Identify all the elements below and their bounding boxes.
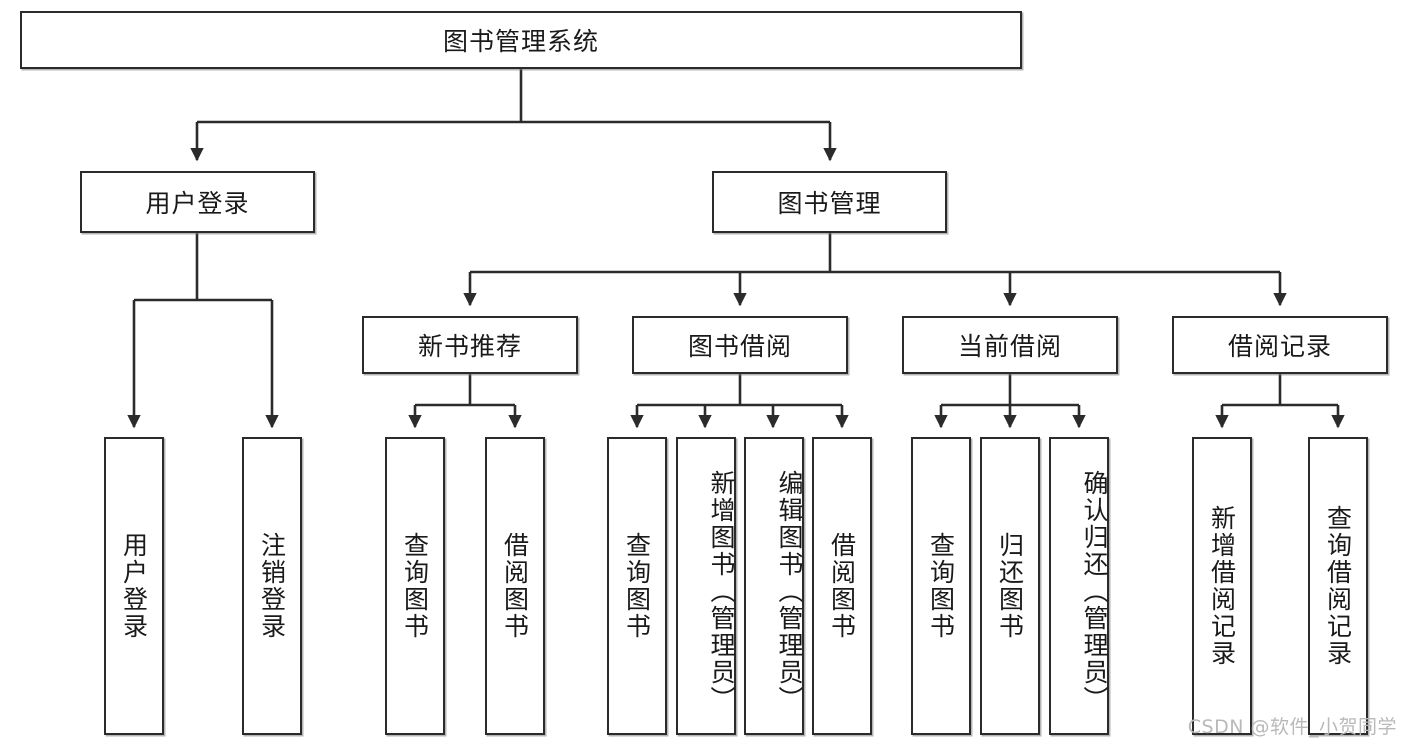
node-label: 查询借阅记录 [1323, 505, 1353, 667]
node-root-book-management-system[interactable]: 图书管理系统 [20, 11, 1022, 69]
leaf-add-book-admin[interactable]: 新增图书（管理员） [676, 437, 736, 735]
node-label: 图书管理系统 [442, 27, 599, 56]
leaf-add-borrow-record[interactable]: 新增借阅记录 [1192, 437, 1252, 735]
node-label: 查询图书 [400, 532, 430, 640]
node-book-management[interactable]: 图书管理 [712, 171, 947, 233]
leaf-logout[interactable]: 注销登录 [242, 437, 302, 735]
node-label: 借阅记录 [1227, 332, 1332, 361]
node-label: 当前借阅 [957, 332, 1062, 361]
leaf-return-book[interactable]: 归还图书 [980, 437, 1040, 735]
leaf-query-borrow-record[interactable]: 查询借阅记录 [1308, 437, 1368, 735]
node-borrow-records[interactable]: 借阅记录 [1172, 316, 1388, 374]
node-new-book-recommend[interactable]: 新书推荐 [362, 316, 578, 374]
leaf-confirm-return-admin[interactable]: 确认归还（管理员） [1049, 437, 1109, 735]
node-label: 用户登录 [119, 532, 149, 640]
node-label: 借阅图书 [500, 532, 530, 640]
node-label: 注销登录 [257, 532, 287, 640]
node-label: 新增图书（管理员） [707, 469, 736, 713]
leaf-edit-book-admin[interactable]: 编辑图书（管理员） [744, 437, 804, 735]
leaf-user-login[interactable]: 用户登录 [104, 437, 164, 735]
node-label: 归还图书 [995, 532, 1025, 640]
node-label: 新增借阅记录 [1207, 505, 1237, 667]
node-label: 用户登录 [145, 189, 250, 218]
node-label: 查询图书 [926, 532, 956, 640]
node-label: 图书借阅 [687, 332, 792, 361]
leaf-query-book-borrow[interactable]: 查询图书 [607, 437, 667, 735]
leaf-query-book-current[interactable]: 查询图书 [911, 437, 971, 735]
leaf-borrow-book-recommend[interactable]: 借阅图书 [485, 437, 545, 735]
node-current-borrow[interactable]: 当前借阅 [902, 316, 1118, 374]
node-label: 确认归还（管理员） [1080, 469, 1109, 713]
node-label: 图书管理 [777, 189, 882, 218]
leaf-query-book-recommend[interactable]: 查询图书 [385, 437, 445, 735]
node-label: 查询图书 [622, 532, 652, 640]
node-label: 编辑图书（管理员） [775, 469, 804, 713]
node-user-login[interactable]: 用户登录 [80, 171, 315, 233]
node-label: 借阅图书 [827, 532, 857, 640]
node-book-borrow[interactable]: 图书借阅 [632, 316, 848, 374]
node-label: 新书推荐 [417, 332, 522, 361]
leaf-borrow-book[interactable]: 借阅图书 [812, 437, 872, 735]
